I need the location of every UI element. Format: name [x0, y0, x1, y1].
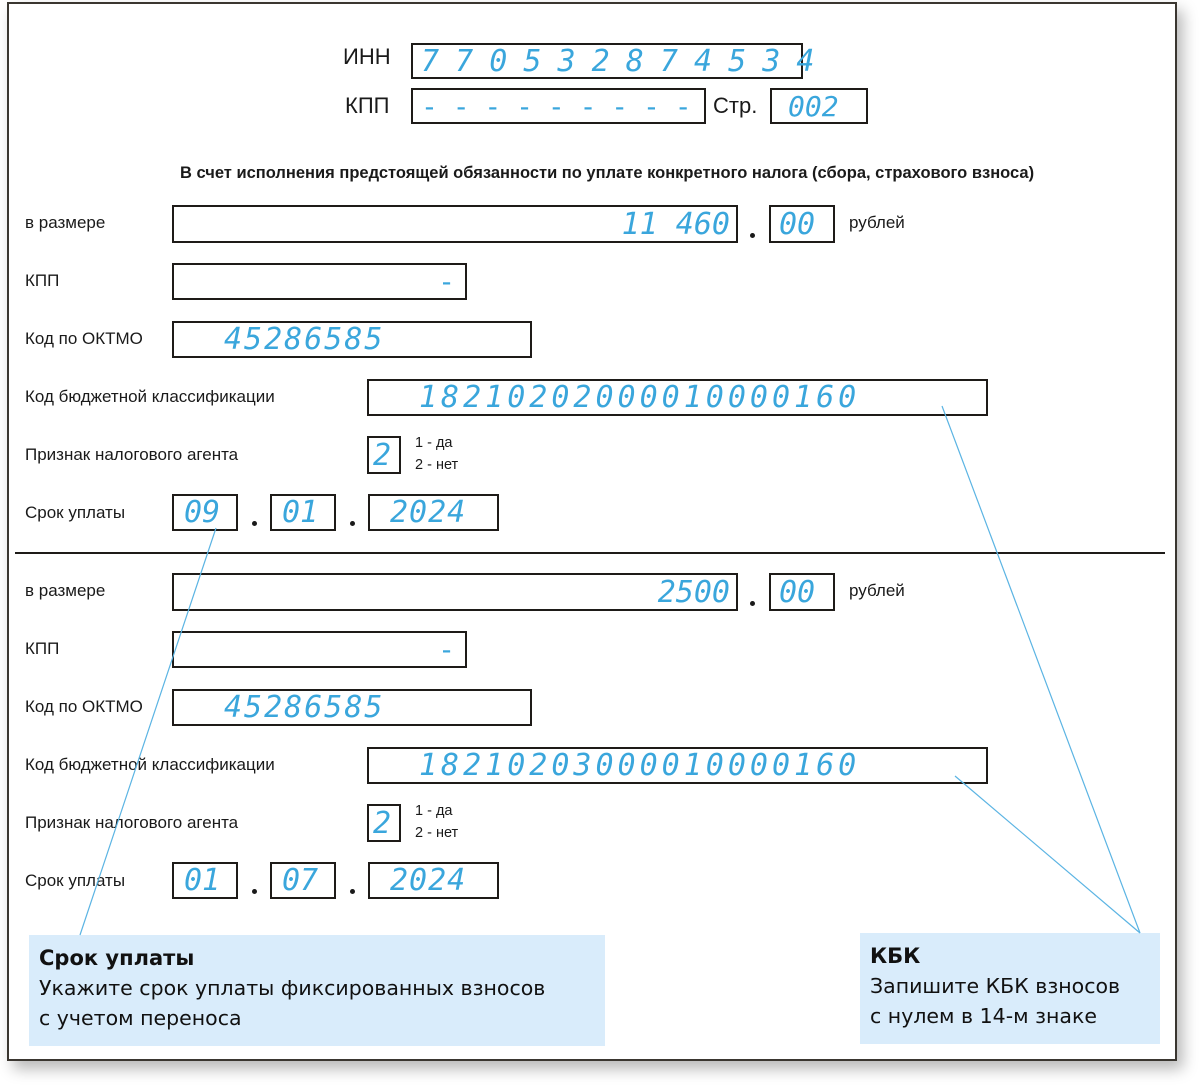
amount-rubles-field-2[interactable]: 2500 — [172, 573, 738, 611]
date-dot-2b — [350, 889, 355, 894]
section-divider — [15, 552, 1165, 554]
page-number-field[interactable]: 002 — [770, 88, 868, 124]
due-day-field-1[interactable]: 09 — [172, 494, 238, 531]
due-month-field-2[interactable]: 07 — [270, 862, 336, 899]
oktmo-field-2[interactable]: 45286585 — [172, 689, 532, 726]
amount-rubles-value-2: 2500 — [657, 574, 730, 610]
kbk-value-2: 18210203000010000160 — [419, 748, 861, 783]
agent-option-no-1: 2 - нет — [415, 457, 459, 473]
kbk-callout-title: КБК — [870, 944, 921, 968]
due-year-field-1[interactable]: 2024 — [368, 494, 499, 531]
header-kpp-field[interactable]: - - - - - - - - - — [411, 88, 706, 124]
agent-option-yes-1: 1 - да — [415, 435, 453, 451]
agent-value-2: 2 — [373, 805, 392, 841]
currency-label-1: рублей — [849, 213, 905, 232]
date-dot-1b — [350, 521, 355, 526]
page-number-value: 002 — [788, 89, 839, 123]
oktmo-value-2: 45286585 — [224, 690, 385, 725]
due-label-1: Срок уплаты — [25, 503, 126, 522]
kpp-field-1[interactable]: - — [172, 263, 467, 300]
date-dot-2a — [252, 889, 257, 894]
header-kpp-value: - - - - - - - - - — [421, 89, 692, 123]
due-month-field-1[interactable]: 01 — [270, 494, 336, 531]
amount-rubles-field-1[interactable]: 11 460 — [172, 205, 738, 243]
due-day-field-2[interactable]: 01 — [172, 862, 238, 899]
agent-label-1: Признак налогового агента — [25, 445, 239, 464]
due-label-2: Срок уплаты — [25, 871, 126, 890]
due-date-callout-line2: с учетом переноса — [39, 1006, 242, 1030]
amount-label-2: в размере — [25, 581, 106, 600]
kbk-callout-line2: с нулем в 14-м знаке — [870, 1004, 1097, 1028]
amount-kopecks-field-1[interactable]: 00 — [769, 205, 835, 243]
kbk-value-1: 18210202000010000160 — [419, 380, 861, 415]
currency-label-2: рублей — [849, 581, 905, 600]
oktmo-label-2: Код по ОКТМО — [25, 697, 143, 716]
agent-field-1[interactable]: 2 — [367, 436, 401, 474]
due-date-callout-line1: Укажите срок уплаты фиксированных взносо… — [39, 976, 546, 1000]
date-dot-1a — [252, 521, 257, 526]
oktmo-field-1[interactable]: 45286585 — [172, 321, 532, 358]
kbk-callout: КБК Запишите КБК взносов с нулем в 14-м … — [860, 933, 1160, 1044]
amount-kopecks-value-2: 00 — [779, 574, 816, 610]
due-year-field-2[interactable]: 2024 — [368, 862, 499, 899]
due-date-callout-title: Срок уплаты — [39, 946, 195, 970]
decimal-dot-2 — [750, 601, 755, 606]
agent-value-1: 2 — [373, 437, 392, 473]
due-day-value-1: 09 — [184, 495, 221, 530]
due-month-value-2: 07 — [282, 863, 319, 898]
due-day-value-2: 01 — [184, 863, 221, 898]
header-kpp-label: КПП — [345, 93, 390, 118]
amount-label-1: в размере — [25, 213, 106, 232]
kbk-callout-line1: Запишите КБК взносов — [870, 974, 1121, 998]
kpp-label-1: КПП — [25, 271, 60, 290]
amount-kopecks-field-2[interactable]: 00 — [769, 573, 835, 611]
inn-value: 7 7 0 5 3 2 8 7 4 5 3 4 — [421, 43, 814, 79]
kpp-value-1: - — [438, 265, 455, 298]
inn-label: ИНН — [343, 44, 391, 69]
oktmo-label-1: Код по ОКТМО — [25, 329, 143, 348]
kpp-label-2: КПП — [25, 639, 60, 658]
oktmo-value-1: 45286585 — [224, 322, 385, 357]
agent-option-no-2: 2 - нет — [415, 825, 459, 841]
kbk-field-2[interactable]: 18210203000010000160 — [367, 747, 988, 784]
kbk-field-1[interactable]: 18210202000010000160 — [367, 379, 988, 416]
tax-form-page — [7, 2, 1177, 1061]
kpp-field-2[interactable]: - — [172, 631, 467, 668]
inn-field[interactable]: 7 7 0 5 3 2 8 7 4 5 3 4 — [411, 43, 814, 79]
section-heading: В счет исполнения предстоящей обязанност… — [180, 164, 1035, 182]
kbk-label-1: Код бюджетной классификации — [25, 387, 275, 406]
page-number-label: Стр. — [713, 93, 758, 118]
agent-option-yes-2: 1 - да — [415, 803, 453, 819]
kbk-label-2: Код бюджетной классификации — [25, 755, 275, 774]
due-year-value-1: 2024 — [390, 495, 467, 530]
due-date-callout: Срок уплаты Укажите срок уплаты фиксиров… — [29, 935, 605, 1046]
due-year-value-2: 2024 — [390, 863, 467, 898]
agent-field-2[interactable]: 2 — [367, 804, 401, 842]
amount-kopecks-value-1: 00 — [779, 206, 816, 242]
amount-rubles-value-1: 11 460 — [621, 206, 730, 242]
agent-label-2: Признак налогового агента — [25, 813, 239, 832]
kpp-value-2: - — [438, 633, 455, 666]
due-month-value-1: 01 — [282, 495, 319, 530]
decimal-dot-1 — [750, 233, 755, 238]
